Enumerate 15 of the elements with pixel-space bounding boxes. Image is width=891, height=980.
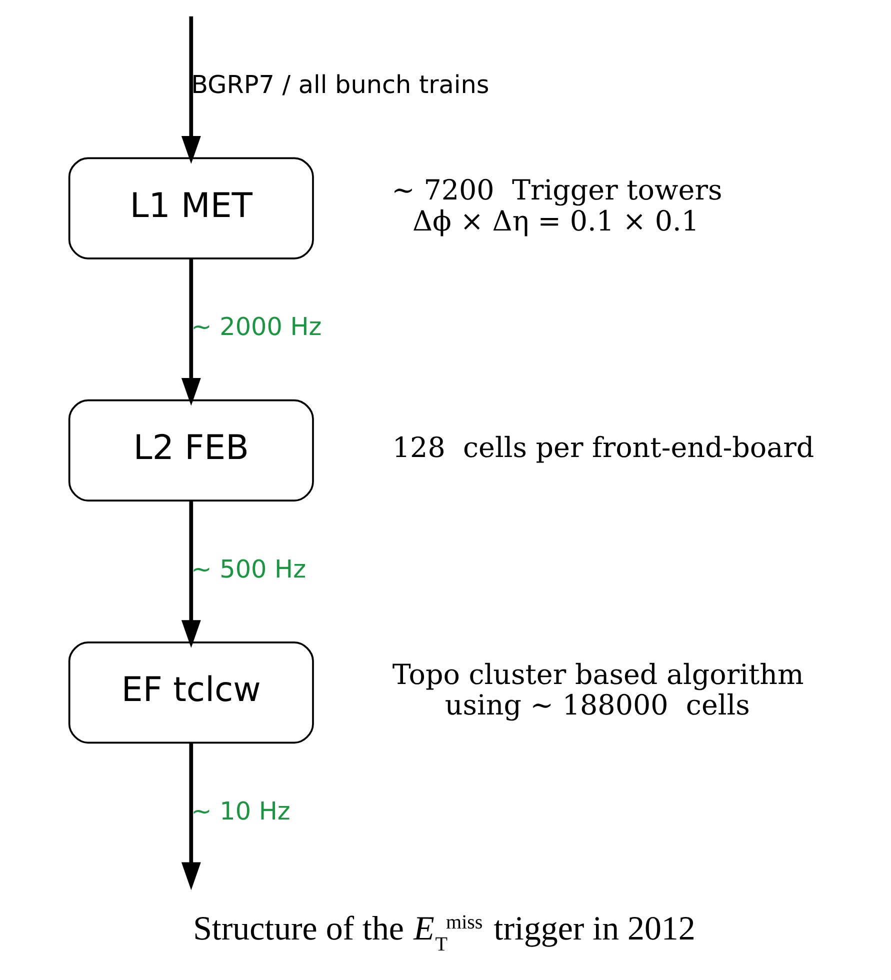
arrow	[180, 500, 200, 648]
node-label: Topo cluster based algorithm using ∼ 188000 cells	[392, 657, 804, 722]
edge-label: BGRP7 / all bunch trains	[190, 70, 489, 99]
node-label: ∼ 7200 Trigger towers	[391, 173, 722, 206]
caption: Structure of the E$_{T}$$^{miss}$ trigger in 2012	[192, 910, 695, 956]
edge-label: ~ 500 Hz	[190, 554, 306, 583]
node-box: L1 MET	[68, 156, 314, 259]
node-label: 128 cells per front-end-board	[392, 430, 814, 464]
arrow	[180, 16, 200, 164]
arrow	[180, 742, 200, 890]
edge-label: ~ 10 Hz	[190, 796, 290, 825]
node-box: L2 FEB	[68, 398, 314, 501]
node-box: EF tclcw	[68, 640, 314, 744]
edge-label: ~ 2000 Hz	[190, 312, 322, 341]
arrow	[180, 258, 200, 406]
